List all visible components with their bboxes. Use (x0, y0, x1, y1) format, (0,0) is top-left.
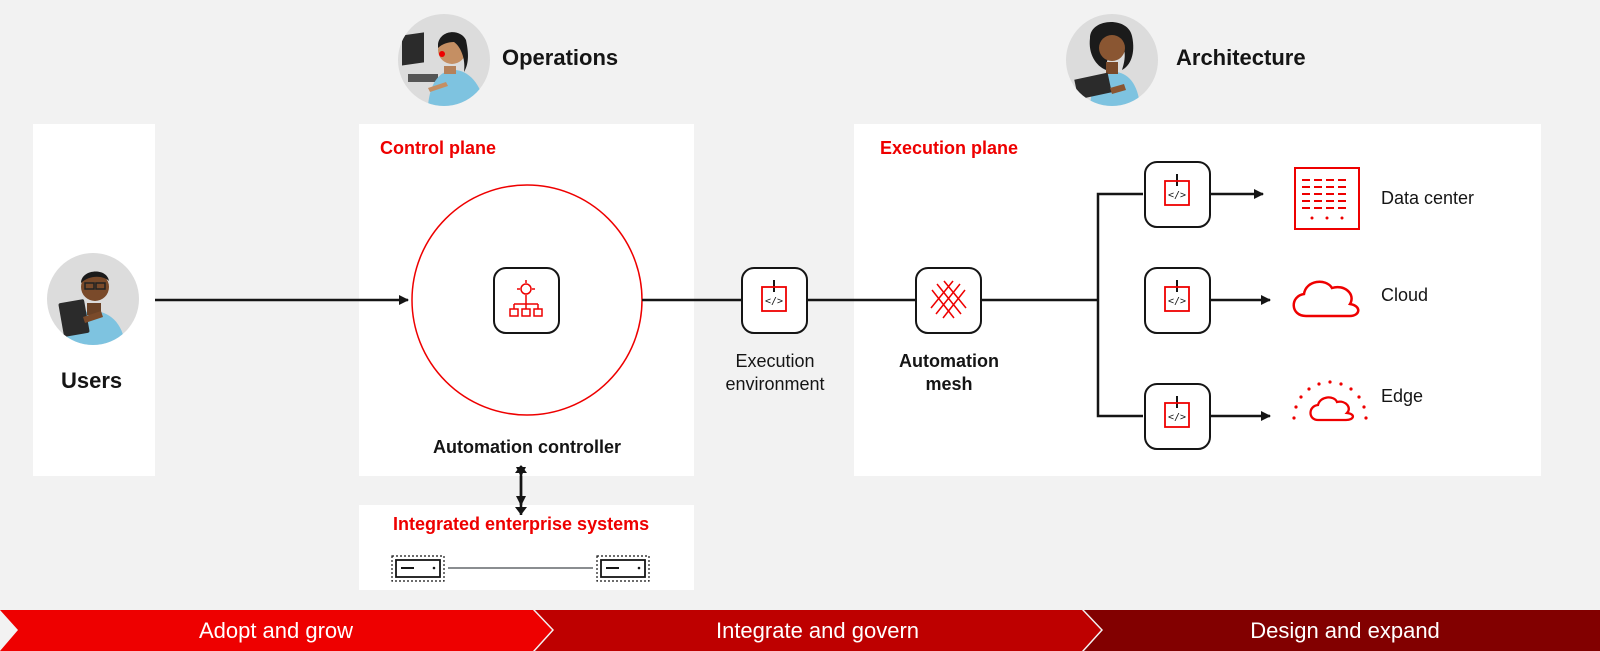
svg-text:</>: </> (1168, 412, 1186, 423)
control-plane-title: Control plane (380, 138, 496, 158)
phase-adopt-label: Adopt and grow (198, 618, 354, 643)
operations-label: Operations (502, 45, 619, 70)
operator-avatar (398, 14, 490, 106)
architecture-label: Architecture (1176, 45, 1306, 70)
phase-integrate-shape (535, 610, 1101, 651)
edge-icon (1292, 380, 1368, 422)
cloud-label: Cloud (1381, 285, 1429, 305)
data-center-label: Data center (1381, 188, 1475, 208)
integrated-systems-title: Integrated enterprise systems (393, 514, 650, 534)
phase-design-shape (1084, 610, 1600, 651)
mesh-icon (915, 267, 982, 334)
execution-environment-icon-bottom: </> (1144, 383, 1211, 450)
phase-banner: Adopt and grow Integrate and govern Desi… (0, 610, 1600, 651)
phase-adopt-shape (0, 610, 552, 651)
phase-chevrons (0, 610, 1600, 651)
cloud-icon (1292, 280, 1360, 318)
automation-mesh-line2: mesh (925, 374, 973, 394)
server-icon-left (391, 555, 445, 582)
execution-environment-icon: </> (741, 267, 808, 334)
execution-environment-icon-top: </> (1144, 161, 1211, 228)
architect-avatar (1066, 14, 1158, 106)
automation-mesh-label: Automation mesh (879, 350, 1019, 396)
execution-environment-icon-middle: </> (1144, 267, 1211, 334)
svg-text:</>: </> (1168, 296, 1186, 307)
automation-mesh-line1: Automation (899, 351, 999, 371)
phase-integrate-label: Integrate and govern (715, 618, 920, 643)
phase-design-label: Design and expand (1250, 618, 1440, 643)
server-icon-right (596, 555, 650, 582)
branch-bottom (1096, 300, 1143, 418)
users-label: Users (61, 368, 123, 393)
controller-icon (493, 267, 560, 334)
svg-text:</>: </> (1168, 190, 1186, 201)
automation-controller-label: Automation controller (433, 437, 621, 457)
execution-environment-line1: Execution (735, 351, 815, 371)
execution-plane-title: Execution plane (880, 138, 1019, 158)
svg-text:</>: </> (765, 296, 783, 307)
user-avatar (47, 253, 139, 345)
edge-label: Edge (1381, 386, 1424, 406)
execution-environment-line2: environment (725, 374, 825, 394)
execution-environment-label: Execution environment (705, 350, 845, 396)
branch-top (1096, 192, 1143, 300)
data-center-icon (1294, 167, 1360, 230)
